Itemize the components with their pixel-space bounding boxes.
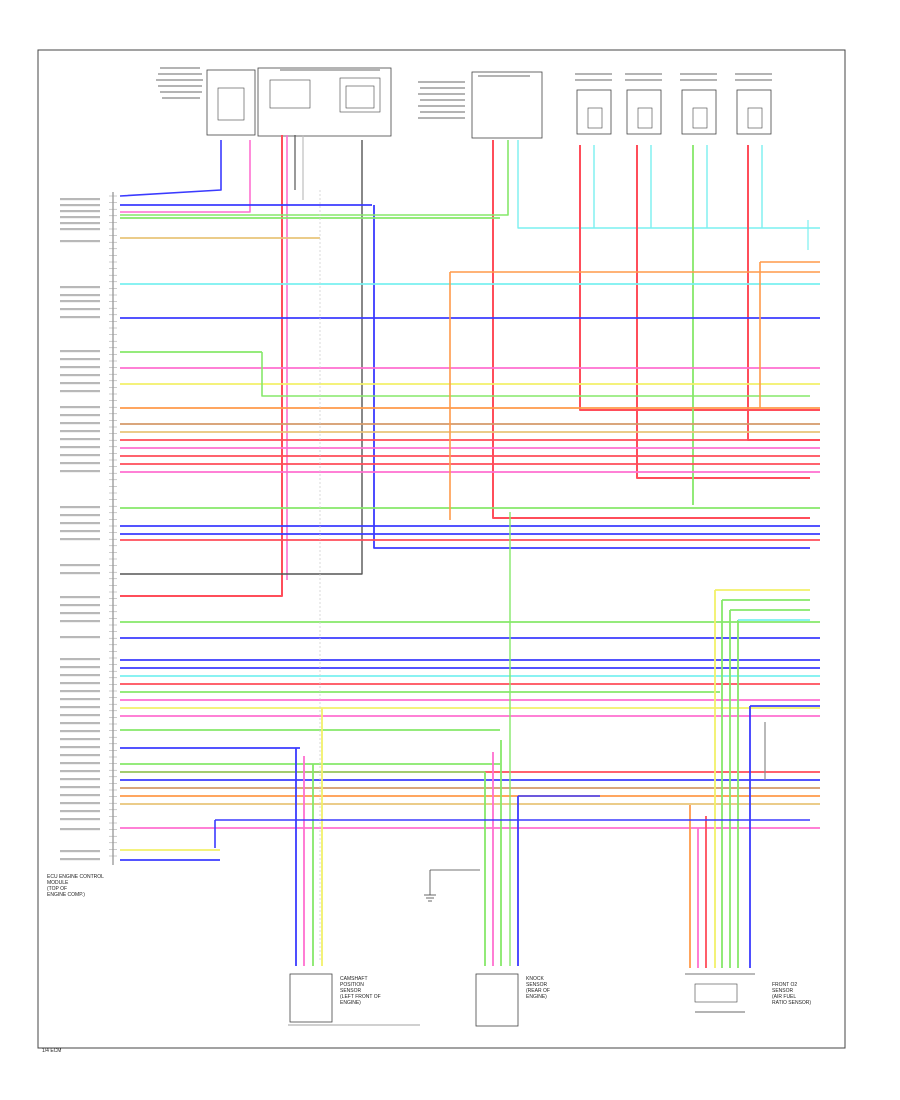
pin-label-stub xyxy=(60,770,100,773)
wire-14 xyxy=(636,145,810,479)
pin-label-stub xyxy=(60,366,100,369)
pin-label-stub xyxy=(60,682,100,685)
figure-code: 1/4 ECM xyxy=(42,1048,61,1054)
pin-label-stub xyxy=(60,382,100,385)
wire-harness xyxy=(119,135,820,968)
wire-1 xyxy=(120,140,251,213)
diagram-frame xyxy=(37,49,846,1049)
pin-label-stub xyxy=(60,406,100,409)
pin-label-stub xyxy=(60,210,100,213)
pin-label-stub xyxy=(60,572,100,575)
ecm-connector xyxy=(60,192,117,865)
top-component-fuse-block xyxy=(257,67,392,137)
pin-label-stub xyxy=(60,294,100,297)
pin-label-stub xyxy=(60,204,100,207)
wire-2 xyxy=(120,135,283,597)
pin-label-stub xyxy=(60,730,100,733)
pin-label-stub xyxy=(60,858,100,861)
pin-label-stub xyxy=(60,762,100,765)
pin-label-stub xyxy=(60,698,100,701)
pin-label-stub xyxy=(60,722,100,725)
pin-label-stub xyxy=(60,216,100,219)
top-component-ignition xyxy=(418,71,543,139)
injector-1 xyxy=(575,73,612,135)
pin-label-stub xyxy=(60,714,100,717)
pin-label-stub xyxy=(60,690,100,693)
top-component-relay-a xyxy=(156,67,256,136)
pin-label-stub xyxy=(60,358,100,361)
pin-label-stub xyxy=(60,604,100,607)
bottom-sensor-mid xyxy=(475,973,519,1027)
pin-label-stub xyxy=(60,462,100,465)
pin-label-stub xyxy=(60,674,100,677)
pin-label-stub xyxy=(60,754,100,757)
pin-label-stub xyxy=(60,778,100,781)
pin-label-stub xyxy=(60,286,100,289)
pin-label-stub xyxy=(60,530,100,533)
sensor-left-label: CAMSHAFT POSITION SENSOR (LEFT FRONT OF … xyxy=(340,976,382,1006)
pin-label-stub xyxy=(60,746,100,749)
pin-label-stub xyxy=(60,564,100,567)
bottom-sensor-left xyxy=(288,973,420,1026)
injector-3 xyxy=(680,73,717,135)
wire-12 xyxy=(579,145,820,411)
pin-label-stub xyxy=(60,390,100,393)
pin-label-stub xyxy=(60,316,100,319)
pin-label-stub xyxy=(60,538,100,541)
pin-label-stub xyxy=(60,738,100,741)
pin-label-stub xyxy=(60,470,100,473)
pin-label-stub xyxy=(60,438,100,441)
pin-label-stub xyxy=(60,612,100,615)
wire-7 xyxy=(373,205,810,549)
pin-label-stub xyxy=(60,350,100,353)
pin-label-stub xyxy=(60,620,100,623)
bottom-sensor-right xyxy=(685,973,755,1013)
pin-label-stub xyxy=(60,850,100,853)
wire-10 xyxy=(120,140,509,216)
wire-60 xyxy=(261,352,810,397)
pin-label-stub xyxy=(60,514,100,517)
pin-label-stub xyxy=(60,802,100,805)
pin-label-stub xyxy=(60,422,100,425)
ecm-label: ECU ENGINE CONTROL MODULE (TOP OF ENGINE… xyxy=(47,874,105,898)
pin-label-stub xyxy=(60,506,100,509)
wire-0 xyxy=(119,140,222,197)
sensor-right-label: FRONT O2 SENSOR (AIR FUEL RATIO SENSOR) xyxy=(772,982,811,1006)
pin-label-stub xyxy=(60,522,100,525)
pin-label-stub xyxy=(60,810,100,813)
sensor-mid-label: KNOCK SENSOR (REAR OF ENGINE) xyxy=(526,976,551,1000)
wire-9 xyxy=(492,140,810,519)
pin-label-stub xyxy=(60,222,100,225)
pin-label-stub xyxy=(60,308,100,311)
pin-label-stub xyxy=(60,786,100,789)
pin-label-stub xyxy=(60,446,100,449)
pin-label-stub xyxy=(60,658,100,661)
pin-label-stub xyxy=(60,666,100,669)
pin-label-stub xyxy=(60,794,100,797)
pin-label-stub xyxy=(60,596,100,599)
pin-label-stub xyxy=(60,430,100,433)
wire-11 xyxy=(517,140,820,229)
pin-label-stub xyxy=(60,828,100,831)
pin-label-stub xyxy=(60,374,100,377)
ground-symbol xyxy=(424,869,480,902)
pin-label-stub xyxy=(60,636,100,639)
pin-label-stub xyxy=(60,454,100,457)
pin-label-stub xyxy=(60,228,100,231)
injector-4 xyxy=(735,73,772,135)
pin-label-stub xyxy=(60,818,100,821)
pin-label-stub xyxy=(60,300,100,303)
pin-label-stub xyxy=(60,414,100,417)
pin-label-stub xyxy=(60,706,100,709)
pin-label-stub xyxy=(60,240,100,243)
injector-2 xyxy=(625,73,662,135)
pin-label-stub xyxy=(60,198,100,201)
